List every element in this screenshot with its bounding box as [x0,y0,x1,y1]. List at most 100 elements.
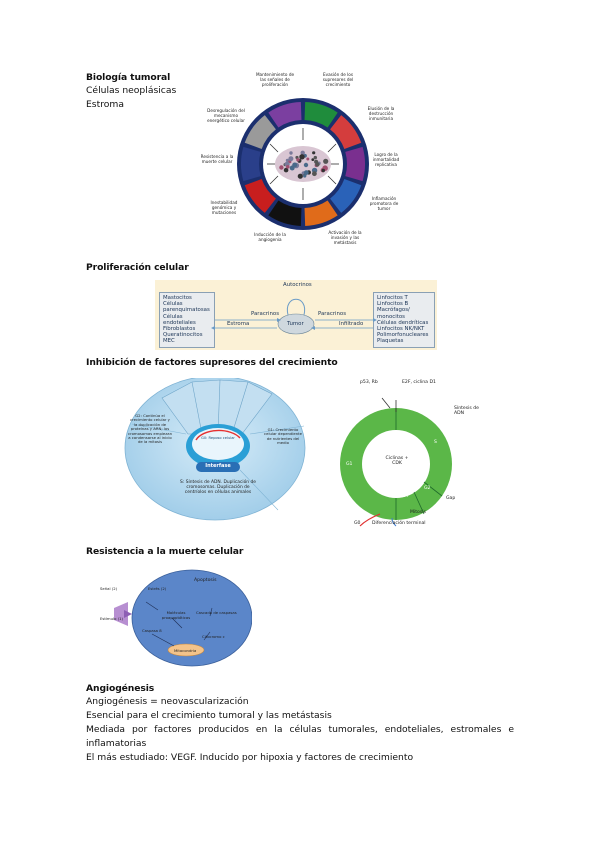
label-tumor: Tumor [287,321,304,327]
tumor-cell [312,171,317,177]
hallmark-label: Inflamación promotora de tumor [369,196,399,211]
apoptosis-cell [114,569,253,667]
hallmark-segment [241,146,261,182]
label-mitosis: Mitosis [410,510,426,515]
tumor-cell [289,151,293,155]
tumor-cell [303,174,307,178]
g0-label: G0: Reposo celular [201,436,235,440]
hallmark-segment [244,179,276,213]
tumor-cell [313,155,317,160]
hallmark-label: Logro de la inmortalidad replicativa [372,152,400,167]
hallmark-segment [304,102,338,128]
label-s: S [434,440,437,445]
interphase-disc [124,375,306,521]
hallmark-label: Desregulación del mecanismo energético c… [207,108,245,123]
label-p53-rb: p53, Rb [360,380,378,385]
section-title-proliferacion: Proliferación celular [86,262,189,273]
hallmark-segment [330,115,362,149]
label-caspasa8: Caspasa 8 [142,628,162,633]
text-celulas-neoplasicas: Células neoplásicas [86,85,177,96]
hallmarks-of-cancer-figure: Mantenimiento de las señales de prolifer… [200,72,405,252]
tumor-cell [286,165,290,169]
label-cascada: Cascada de caspasas [196,610,237,615]
section-title-inhibicion: Inhibición de factores supresores del cr… [86,357,338,368]
apoptosis-figure: Señal (2) Estímulo (1) Apoptosis Estrés … [100,568,253,668]
infiltrate-cell-item: Linfocitos T [377,295,408,301]
label-infiltrado: Infiltrado [339,321,364,327]
hallmark-label: Mantenimiento de las señales de prolifer… [255,72,295,87]
label-ciclinas-cdk: Ciclinas + CDK [385,456,409,467]
label-senal: Señal (2) [100,586,118,591]
tumor-cell [297,173,303,179]
label-paracrinos-left: Paracrinos [251,311,280,317]
tumor-cell [315,162,320,167]
hallmark-segment [304,200,338,226]
interfase-label: Interfase [205,463,231,469]
angiogenesis-line: El más estudiado: VEGF. Inducido por hip… [86,752,414,763]
label-citocromo: Citocromo c [202,634,225,639]
label-estimulo: Estímulo (1) [100,616,123,621]
label-estroma: Estroma [227,321,250,327]
stroma-cell-item: Queratinocitos [163,332,203,339]
cell-cycle-ring [340,397,452,527]
tumor-cell [303,162,309,168]
stroma-cell-item: Fibroblastos [163,326,196,333]
tumor-cell [288,156,294,162]
hallmark-segment [244,115,276,149]
hallmark-label: Activación de la invasión y las metástas… [328,230,362,245]
proliferation-arrows [211,298,377,335]
hallmark-segment [330,179,362,213]
infiltrate-cell-item: Polimorfonucleares [377,332,429,339]
label-g1: G1 [346,462,353,467]
label-apoptosis: Apoptosis [194,578,217,583]
stroma-cells-box: Mastocitos Células parenquimatosas Célul… [159,292,215,348]
hallmarks-wheel [237,98,369,230]
tumor-cell [292,162,298,168]
hallmark-segment [268,102,302,128]
infiltrate-cell-item: Linfocitos B [377,301,409,308]
hallmark-label: Elusión de la destrucción inmunitaria [367,106,395,121]
label-estres: Estrés (2) [148,586,167,591]
cell-cycle-checkpoint-figure: p53, Rb E2F, ciclina D1 Síntesis de ADN … [330,378,480,528]
angiogenesis-line: Angiogénesis = neovascularización [86,696,249,707]
label-e2f: E2F, ciclina D1 [402,380,436,385]
hallmark-label: Resistencia a la muerte celular [200,154,234,164]
tumor-cell [321,168,325,173]
g2-description: G2: Continúa el crecimiento celular y la… [128,413,172,445]
label-sintesis-adn: Síntesis de ADN [454,406,479,417]
g1-description: G1: Crecimiento celular dependiente de n… [264,427,302,446]
tumor-cell [299,154,305,160]
label-moleculas: Moléculas proapoptóticas [161,610,191,621]
label-mitocondria: Mitocondria [174,648,197,653]
tumor-cell [300,150,305,155]
infiltrate-cell-item: Células dendríticas [377,319,429,326]
label-paracrinos-right: Paracrinos [318,311,347,317]
stroma-cell-item: Mastocitos [163,295,192,301]
angiogenesis-paragraph: Mediada por factores producidos en la cé… [86,724,514,749]
tumor-cell [296,158,300,162]
label-autocrinos: Autocrinos [283,282,312,288]
hallmark-segment [345,146,365,182]
tumor-cell [283,167,289,173]
stroma-cell-item: Células parenquimatosas [163,301,210,314]
section-title-biologia-tumoral: Biología tumoral [86,72,171,83]
tumor-cell [306,157,310,161]
hallmark-label: Inestabilidad genómica y mutaciones [210,200,238,215]
label-diferenciacion: Diferenciación terminal [372,521,426,526]
tumor-cell [279,165,284,170]
angiogenesis-line: Esencial para el crecimiento tumoral y l… [86,710,332,721]
tumor-cell [311,158,315,161]
tumor-cell [303,170,309,175]
label-gap: Gap [446,496,456,501]
hallmark-segment [268,200,302,226]
label-m: M [404,494,408,499]
hallmark-label: Evasión de los supresores del crecimient… [322,72,354,87]
s-phase-description: S: Síntesis de ADN. Duplicación de cromo… [180,480,256,495]
section-title-resistencia: Resistencia a la muerte celular [86,546,244,557]
infiltrate-cell-item: Linfocitos NK/NKT [377,326,425,333]
cell-cycle-interphase-figure: G2: Continúa el crecimiento celular y la… [122,375,308,530]
label-g2: G2 [424,486,431,491]
infiltrate-cells-box: Linfocitos T Linfocitos B Macrófagos/ mo… [373,292,435,348]
section-title-angiogenesis: Angiogénesis [86,683,155,694]
stroma-cell-item: MEC [163,338,175,345]
